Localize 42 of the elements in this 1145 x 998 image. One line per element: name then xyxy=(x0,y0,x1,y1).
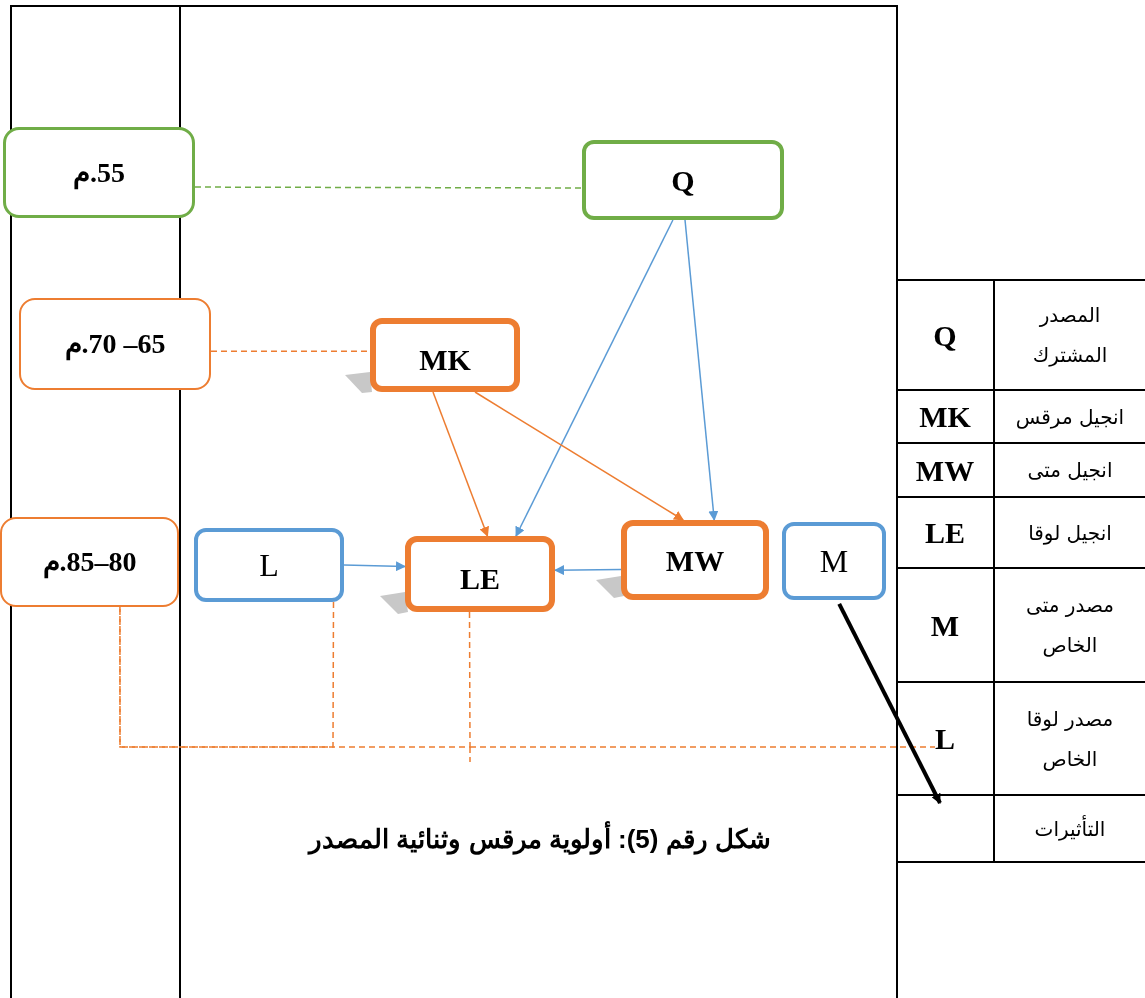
meaning-text: مصدر متى الخاص xyxy=(1025,592,1115,659)
meaning-text: انجيل مرقس xyxy=(1015,403,1125,431)
node-label: M xyxy=(819,542,849,581)
date-box xyxy=(3,127,195,218)
arrow xyxy=(684,219,719,521)
source-box xyxy=(582,140,784,220)
date-label: 55.م xyxy=(73,155,125,192)
meaning-text: مصدر لوقا الخاص xyxy=(1025,705,1115,773)
abbreviation-text: MK xyxy=(919,399,971,435)
node-label: MK xyxy=(419,341,471,378)
gospel-box xyxy=(370,318,520,392)
arrow xyxy=(343,561,406,572)
date-label: 65– 70.م xyxy=(64,327,166,363)
node-label: Q xyxy=(671,162,695,199)
gospel-box xyxy=(405,536,555,612)
meaning-text: انجيل متى xyxy=(1027,457,1113,484)
arrow xyxy=(432,391,489,537)
date-label: 80–85.م xyxy=(42,545,137,581)
dashed-connector xyxy=(119,606,471,748)
abbreviation-text: Q xyxy=(933,317,957,354)
node-label: LE xyxy=(460,560,500,597)
arrow xyxy=(474,391,684,521)
meaning-text: انجيل لوقا xyxy=(1028,519,1112,547)
abbreviation-text: L xyxy=(935,721,955,757)
abbreviation-text: LE xyxy=(925,515,965,551)
arrow xyxy=(554,565,622,576)
abbreviation-text: MW xyxy=(915,452,975,489)
abbreviation-text: M xyxy=(930,607,960,644)
source-box xyxy=(782,522,886,600)
caption: شكل رقم (5): أولوية مرقس وثنائية المصدر xyxy=(230,820,850,859)
meaning-text: المصدر المشترك xyxy=(1031,302,1109,369)
dashed-connector xyxy=(119,601,335,748)
date-box xyxy=(0,517,179,607)
gospel-box xyxy=(621,520,769,600)
dashed-connector xyxy=(194,186,583,189)
node-label: MW xyxy=(665,542,725,579)
arrow xyxy=(515,219,674,537)
meaning-text: التأثيرات xyxy=(1034,814,1106,843)
source-box xyxy=(194,528,344,602)
node-label: L xyxy=(259,546,279,585)
date-box xyxy=(19,298,211,390)
arrow xyxy=(837,603,942,804)
